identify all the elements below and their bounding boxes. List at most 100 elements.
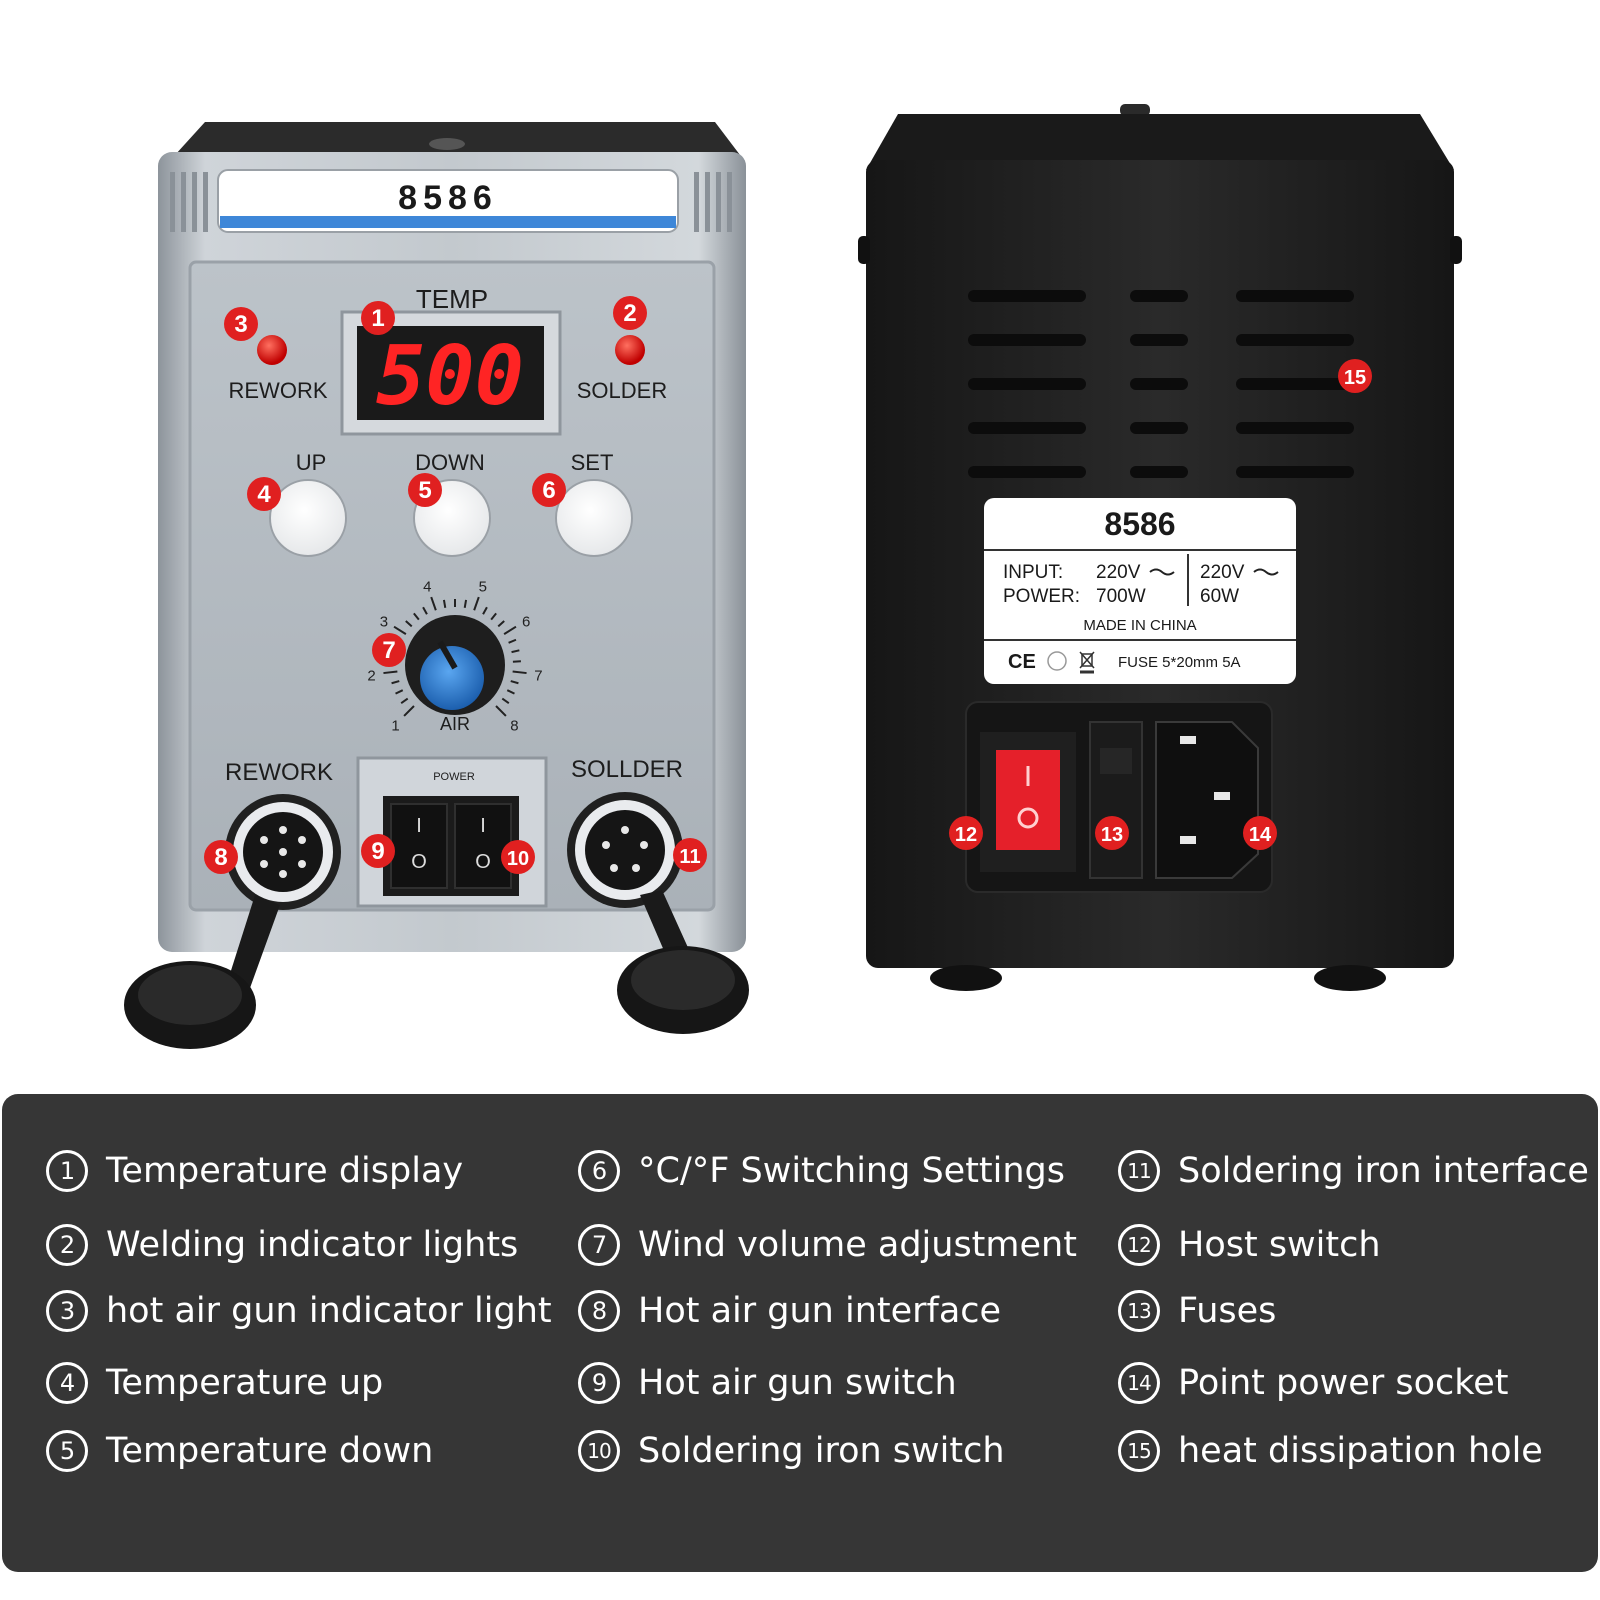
callout-marker-label: 7 <box>382 637 395 664</box>
dial-tick-mark <box>430 596 437 611</box>
legend-number: 1 <box>46 1150 88 1192</box>
cert-icon <box>1047 651 1067 671</box>
dial-tick-mark <box>501 697 510 705</box>
callout-marker-15 <box>1338 359 1372 393</box>
legend-label: Soldering iron interface <box>1178 1151 1589 1191</box>
callout-marker-5 <box>408 473 442 507</box>
front-grille-right <box>694 172 732 232</box>
legend-item: 6°C/°F Switching Settings <box>578 1150 1065 1192</box>
front-grille-left <box>170 172 208 232</box>
callout-marker-label: 11 <box>679 846 700 868</box>
faceplate <box>188 260 716 912</box>
ac-symbol-1 <box>1149 568 1175 576</box>
weee-icon <box>1079 651 1095 674</box>
legend-number: 4 <box>46 1362 88 1404</box>
power-label: POWER <box>433 771 475 783</box>
legend-number: 15 <box>1118 1430 1160 1472</box>
legend-number: 3 <box>46 1290 88 1332</box>
fuse-spec: FUSE 5*20mm 5A <box>1118 654 1241 671</box>
callout-marker-2 <box>613 296 647 330</box>
air-dial-knob[interactable] <box>420 646 484 710</box>
front-top-edge <box>175 122 740 155</box>
legend-number: 10 <box>578 1430 620 1472</box>
callout-marker-label: 13 <box>1101 824 1123 846</box>
legend-label: Hot air gun switch <box>638 1363 957 1403</box>
callout-marker-1 <box>361 301 395 335</box>
legend-item: 11 Soldering iron interface <box>1118 1150 1589 1192</box>
legend-label: Point power socket <box>1178 1363 1509 1403</box>
input-value-2: 220V <box>1200 562 1245 583</box>
callout-marker-10 <box>501 840 535 874</box>
legend-label: Host switch <box>1178 1225 1381 1265</box>
dial-tick-mark <box>508 638 517 644</box>
solder-switch-off: O <box>475 851 491 873</box>
callout-marker-7 <box>372 633 406 667</box>
callout-marker-8 <box>204 840 238 874</box>
callout-marker-label: 12 <box>955 824 977 846</box>
heat-dissipation-vents <box>968 290 1354 478</box>
power-value-1: 700W <box>1096 586 1146 607</box>
rear-foot-right <box>1314 965 1386 991</box>
legend-label: Welding indicator lights <box>106 1225 519 1265</box>
rework-port[interactable] <box>225 794 341 910</box>
ac-symbol-2 <box>1253 568 1279 576</box>
hot-air-switch-off: O <box>411 851 427 873</box>
rear-unit: 8586 INPUT: POWER: 220V 700W 220V 60W MA… <box>858 104 1462 991</box>
soldering-iron-switch[interactable] <box>454 803 512 889</box>
legend-number: 5 <box>46 1430 88 1472</box>
host-switch[interactable] <box>996 750 1060 850</box>
solder-light-label: SOLDER <box>577 378 667 403</box>
legend-item: 2 Welding indicator lights <box>46 1224 518 1266</box>
ce-mark: CE <box>1008 651 1036 673</box>
callout-marker-4 <box>247 477 281 511</box>
set-button[interactable] <box>555 479 633 557</box>
dial-tick-mark <box>400 697 409 705</box>
dial-tick-label: 6 <box>522 613 530 630</box>
callout-marker-13 <box>1095 816 1129 850</box>
solder-port[interactable] <box>567 792 683 908</box>
hot-air-gun-switch[interactable] <box>390 803 448 889</box>
fuse-holder[interactable] <box>1089 721 1143 879</box>
legend-label: °C/°F Switching Settings <box>638 1151 1066 1191</box>
dial-tick-mark <box>506 689 515 695</box>
input-label: INPUT: <box>1003 562 1063 583</box>
dial-tick-mark <box>393 625 407 635</box>
dial-tick-mark <box>490 612 497 621</box>
dial-tick-mark <box>510 680 519 685</box>
up-button[interactable] <box>269 479 347 557</box>
legend-label: hot air gun indicator light <box>106 1291 552 1331</box>
dial-tick-mark <box>403 705 415 717</box>
legend-number: 2 <box>46 1224 88 1266</box>
power-socket[interactable] <box>1155 721 1259 879</box>
legend-item: 14 Point power socket <box>1118 1362 1509 1404</box>
dial-tick-mark <box>463 599 468 608</box>
rework-port-label: REWORK <box>225 759 333 786</box>
temperature-display <box>357 326 544 420</box>
power-spec-label: POWER: <box>1003 586 1080 607</box>
legend-number: 12 <box>1118 1224 1160 1266</box>
callout-marker-label: 3 <box>234 311 247 338</box>
model-plate-stripe <box>220 216 676 228</box>
up-button-label: UP <box>296 450 327 475</box>
top-screw <box>429 138 465 150</box>
legend-number: 8 <box>578 1290 620 1332</box>
dial-tick-mark <box>405 620 413 628</box>
legend-number: 11 <box>1118 1150 1160 1192</box>
solder-indicator-light <box>615 335 645 365</box>
down-button-label: DOWN <box>415 450 485 475</box>
dial-tick-mark <box>395 689 404 695</box>
rear-side-screw-left <box>858 236 870 264</box>
solder-switch-on: I <box>480 815 486 837</box>
host-switch-off-mark <box>1017 807 1039 829</box>
legend-number: 14 <box>1118 1362 1160 1404</box>
legend-label: Temperature up <box>106 1363 384 1403</box>
dial-tick-label: 8 <box>510 717 518 734</box>
callout-marker-label: 14 <box>1249 824 1272 846</box>
callout-marker-label: 9 <box>371 838 384 865</box>
